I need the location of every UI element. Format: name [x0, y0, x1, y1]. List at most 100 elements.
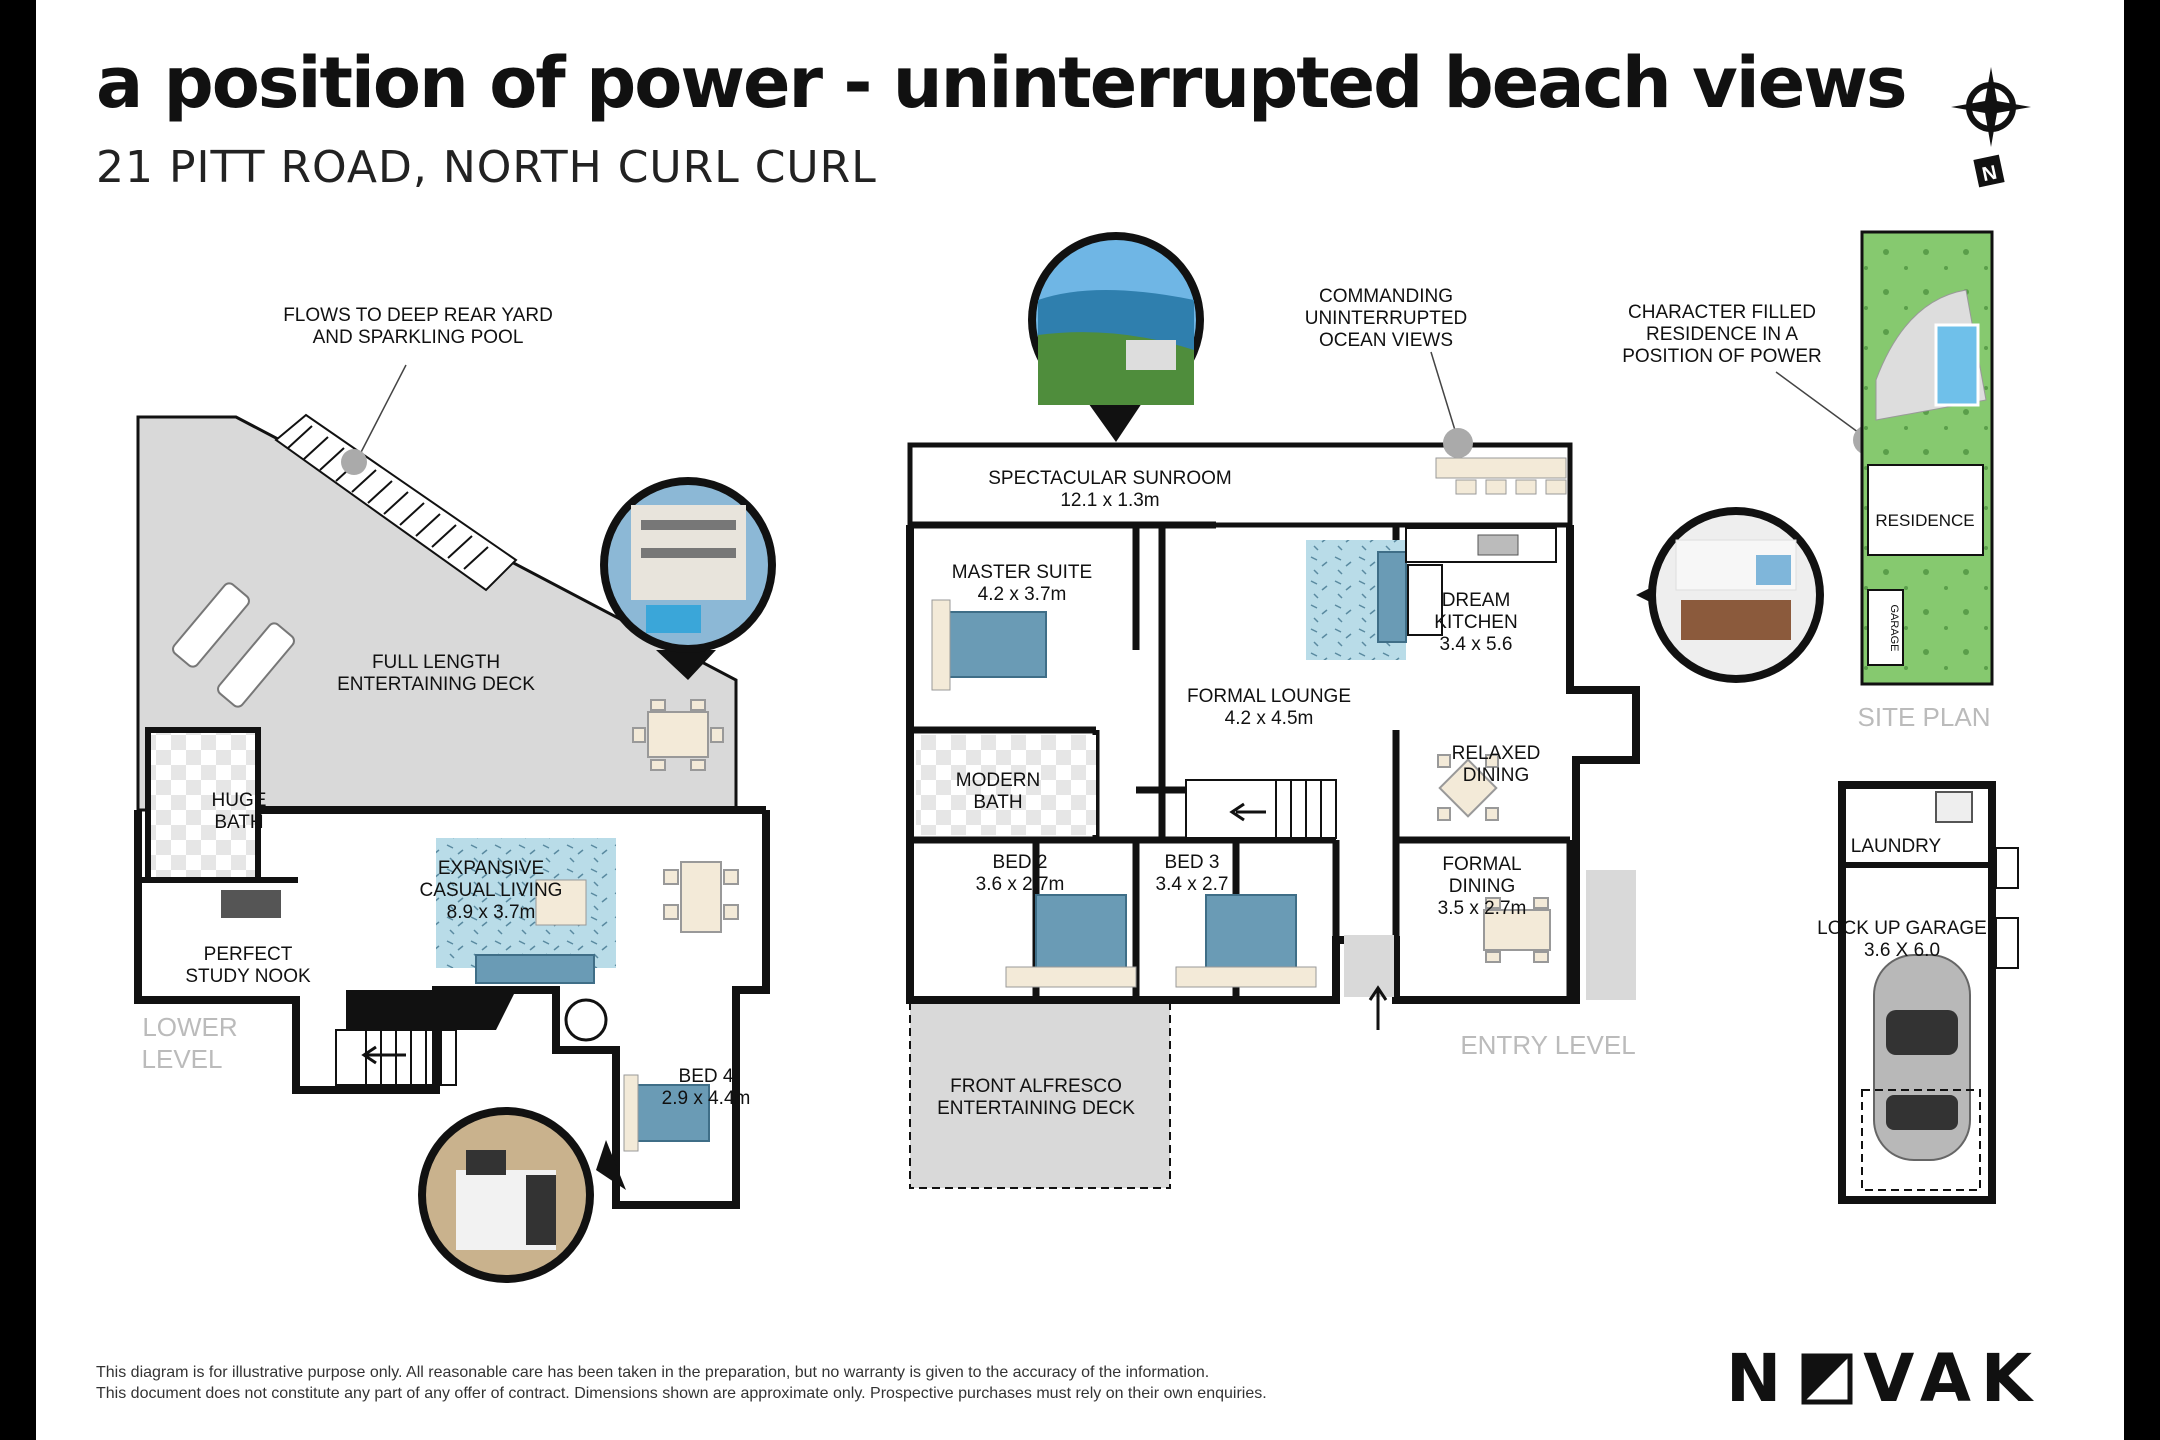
label-formal-dining-1: FORMAL [1442, 854, 1521, 875]
entry-level-plan [906, 442, 1640, 1189]
bed2-bed [1005, 894, 1137, 988]
label-character-1: CHARACTER FILLED [1628, 302, 1816, 323]
site-plan-label: SITE PLAN [1858, 702, 1991, 732]
bed4-bed [623, 1074, 710, 1152]
sun-lounges [172, 582, 295, 708]
deck-dining-table [632, 699, 724, 771]
logo-left-letter: N [1726, 1340, 1792, 1417]
garage-door-marker-2 [1995, 917, 2019, 969]
label-lounge-2: 4.2 x 4.5m [1225, 708, 1314, 729]
disclaimer-line-1: This diagram is for illustrative purpose… [96, 1364, 1210, 1381]
label-ocean-1: COMMANDING [1319, 286, 1453, 307]
property-address: 21 PITT ROAD, NORTH CURL CURL [96, 142, 877, 193]
side-path [1586, 870, 1636, 1000]
label-relaxed-2: DINING [1463, 765, 1530, 786]
entry-porch [1344, 935, 1394, 997]
label-kitchen-2: KITCHEN [1434, 612, 1517, 633]
label-huge-bath-2: BATH [214, 812, 263, 833]
label-alfresco-2: ENTERTAINING DECK [937, 1098, 1135, 1119]
lounge-sofa [1377, 551, 1407, 643]
garage-door-marker-1 [1995, 847, 2019, 889]
label-rear-yard-2: AND SPARKLING POOL [313, 327, 524, 348]
label-laundry: LAUNDRY [1851, 836, 1942, 857]
car-icon [1873, 954, 1971, 1161]
lower-stairs-arrow [361, 1045, 406, 1065]
photo-bubble-deck [600, 477, 776, 680]
photo-bubble-beach [1028, 232, 1204, 442]
site-residence [1867, 464, 1984, 556]
label-kitchen-1: DREAM [1442, 590, 1511, 611]
label-sunroom-1: SPECTACULAR SUNROOM [988, 468, 1232, 489]
label-study-1: PERFECT [204, 944, 293, 965]
novak-logo: N VAK [1726, 1340, 2042, 1417]
label-ocean-3: OCEAN VIEWS [1319, 330, 1453, 351]
photo-bubble-kitchen [1636, 507, 1824, 683]
label-master-2: 4.2 x 3.7m [978, 584, 1067, 605]
label-bed4-1: BED 4 [679, 1066, 734, 1087]
disclaimer: This diagram is for illustrative purpose… [96, 1362, 1267, 1404]
site-plan: RESIDENCE GARAGE [1860, 230, 1994, 686]
label-living-3: 8.9 x 3.7m [447, 902, 536, 923]
label-kitchen-3: 3.4 x 5.6 [1440, 634, 1513, 655]
label-deck-2: ENTERTAINING DECK [337, 674, 535, 695]
entry-stairs [1185, 779, 1337, 839]
label-bed4-2: 2.9 x 4.4m [662, 1088, 751, 1109]
yard-stairs [274, 413, 518, 592]
laundry-sink [1935, 791, 1973, 823]
label-master-1: MASTER SUITE [952, 562, 1092, 583]
label-living-2: CASUAL LIVING [420, 880, 563, 901]
site-residence-label: RESIDENCE [1875, 511, 1974, 530]
label-garage-1: LOCK UP GARAGE [1817, 918, 1987, 939]
modern-bath [916, 735, 1096, 835]
compass-icon: N [1951, 67, 2031, 188]
living-sofa [475, 954, 595, 984]
bed3-bed [1175, 894, 1317, 988]
label-bed3-2: 3.4 x 2.7 [1156, 874, 1229, 895]
master-bed [931, 599, 1047, 691]
page-title: a position of power - uninterrupted beac… [96, 42, 1908, 124]
floorplan-drawing: FLOWS TO DEEP REAR YARD AND SPARKLING PO… [134, 230, 2019, 1283]
lower-level-label-1: LOWER [142, 1012, 237, 1042]
lower-stairs [346, 990, 516, 1030]
label-living-1: EXPANSIVE [438, 858, 544, 879]
label-alfresco-1: FRONT ALFRESCO [950, 1076, 1122, 1097]
huge-bath [145, 727, 261, 883]
logo-right-letters: VAK [1863, 1340, 2043, 1417]
photo-bubble-bedroom [418, 1107, 626, 1283]
label-modern-bath-1: MODERN [956, 770, 1040, 791]
label-ocean-2: UNINTERRUPTED [1305, 308, 1468, 329]
label-character-2: RESIDENCE IN A [1646, 324, 1798, 345]
label-relaxed-1: RELAXED [1452, 743, 1541, 764]
label-formal-dining-2: DINING [1449, 876, 1516, 897]
site-pool [1934, 323, 1980, 407]
entry-stairs-arrow [1229, 802, 1266, 822]
study-desk [221, 890, 281, 918]
site-garage-label: GARAGE [1888, 604, 1900, 651]
lower-level-plan [134, 413, 770, 1209]
label-character-3: POSITION OF POWER [1622, 346, 1822, 367]
logo-mark-icon [1801, 1353, 1853, 1404]
disclaimer-line-2: This document does not constitute any pa… [96, 1385, 1267, 1402]
label-huge-bath-1: HUGE [212, 790, 267, 811]
site-garage [1867, 589, 1904, 666]
garage-plan [1838, 781, 2019, 1204]
living-dining-table [663, 861, 739, 933]
label-garage-2: 3.6 X 6.0 [1864, 940, 1940, 961]
lower-level-label-2: LEVEL [142, 1044, 223, 1074]
formal-dining-table [1483, 897, 1551, 963]
sunroom-seating [1435, 457, 1567, 495]
label-rear-yard-1: FLOWS TO DEEP REAR YARD [283, 305, 553, 326]
label-formal-dining-3: 3.5 x 2.7m [1438, 898, 1527, 919]
label-bed2-1: BED 2 [993, 852, 1048, 873]
label-sunroom-2: 12.1 x 1.3m [1060, 490, 1159, 511]
label-study-2: STUDY NOOK [185, 966, 311, 987]
relaxed-dining-table [1437, 754, 1499, 821]
label-modern-bath-2: BATH [973, 792, 1022, 813]
front-alfresco-deck [909, 1001, 1171, 1189]
entry-arrow [1368, 985, 1388, 1030]
entry-level-label: ENTRY LEVEL [1460, 1030, 1635, 1060]
compass-north-label: N [1980, 162, 1999, 187]
label-bed3-1: BED 3 [1165, 852, 1220, 873]
floorplan-sheet: a position of power - uninterrupted beac… [36, 0, 2124, 1440]
round-table [564, 998, 608, 1042]
